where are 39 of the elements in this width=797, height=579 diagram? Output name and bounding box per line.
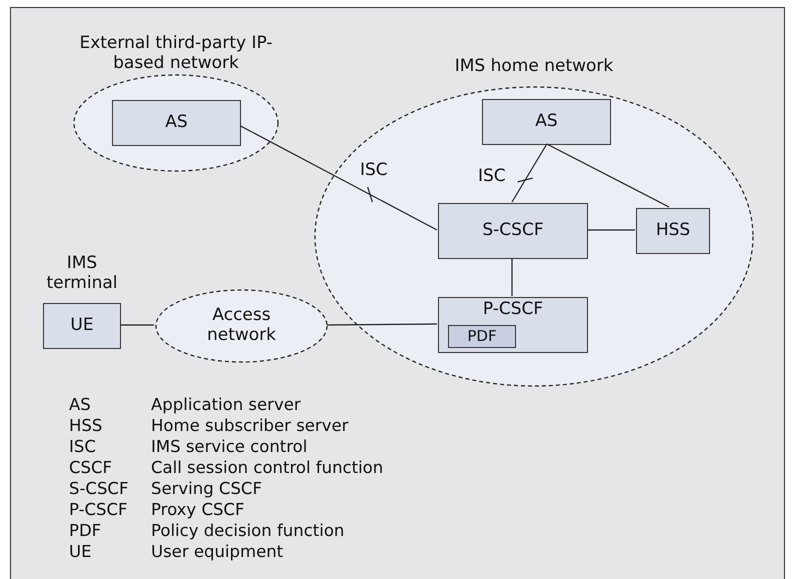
component-name: P-CSCF — [482, 298, 544, 320]
abbreviation: UE — [69, 541, 93, 562]
network-title: IMS home network — [454, 57, 614, 77]
abbreviation-definition: Application server — [151, 394, 302, 415]
component-box — [636, 208, 710, 254]
abbreviation: PDF — [69, 520, 102, 541]
abbreviation-definition: Policy decision function — [151, 520, 346, 541]
network-title: External third-party IP-based network — [78, 34, 274, 74]
abbreviation-definition: Proxy CSCF — [151, 499, 246, 520]
component-name: AS — [165, 113, 188, 133]
component-box — [112, 100, 241, 146]
component-name: HSS — [656, 221, 690, 241]
abbreviation: ISC — [69, 436, 97, 457]
component-box — [438, 297, 588, 353]
component-name: S-CSCF — [482, 221, 544, 241]
network-name: Access network — [206, 304, 278, 347]
abbreviation-definition: IMS service control — [151, 436, 308, 457]
edge-label: ISC — [360, 160, 388, 180]
component-box — [482, 99, 611, 145]
node-caption: IMS terminal — [45, 254, 118, 294]
network-oval — [155, 289, 328, 363]
component-name: AS — [535, 112, 558, 132]
abbreviation: AS — [69, 394, 92, 415]
component-box — [438, 203, 588, 259]
component-box — [43, 303, 121, 349]
component-name: UE — [70, 316, 94, 336]
network-ellipse — [314, 57, 754, 387]
abbreviation-definition: User equipment — [151, 541, 284, 562]
abbreviation-definition: Serving CSCF — [151, 478, 263, 499]
abbreviation-definition: Call session control function — [151, 457, 384, 478]
edge-label: ISC — [478, 166, 506, 186]
abbreviation: HSS — [69, 415, 104, 436]
abbreviation: CSCF — [69, 457, 114, 478]
network-ellipse — [73, 34, 279, 172]
abbreviation: P-CSCF — [69, 499, 129, 520]
component-name: PDF — [467, 328, 497, 346]
abbreviation: S-CSCF — [69, 478, 130, 499]
component-box — [448, 325, 516, 348]
abbreviation-definition: Home subscriber server — [151, 415, 350, 436]
